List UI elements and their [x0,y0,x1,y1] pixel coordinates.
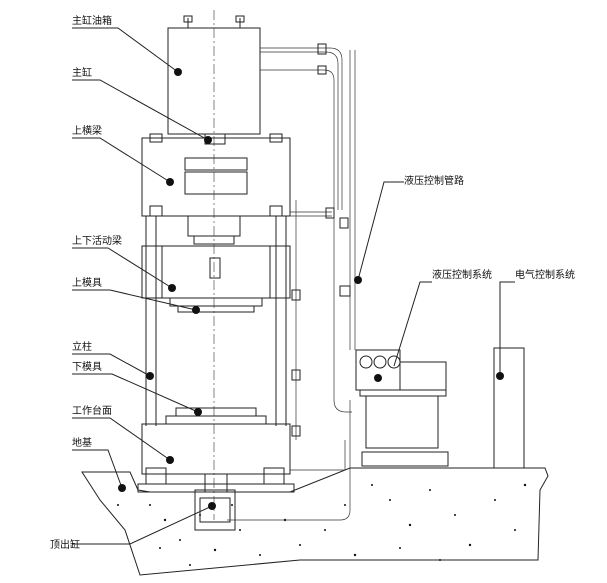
hydraulic-unit [355,349,449,467]
leader-lines [72,27,515,545]
electric-cabinet [493,347,525,469]
label-electric-system: 电气控制系统 [515,268,575,281]
label-ejector-cylinder: 顶出缸 [50,538,80,551]
label-upper-beam: 上横梁 [72,124,102,137]
label-moving-beam: 上下活动梁 [72,234,122,247]
columns [145,216,287,426]
label-foundation: 地基 [72,436,92,449]
label-lower-die: 下模具 [72,361,102,373]
label-worktable: 工作台面 [72,404,112,417]
label-upper-die: 上模具 [72,277,102,289]
leader-dots [118,68,504,510]
label-hydraulic-system: 液压控制系统 [432,268,492,281]
label-main-cylinder-tank: 主缸油箱 [72,14,112,27]
label-column: 立柱 [72,340,92,353]
label-hydraulic-piping: 液压控制管路 [404,174,464,187]
ground [81,467,549,576]
moving-beam [141,245,291,313]
worktable [137,407,295,493]
upper-beam [141,133,291,245]
label-main-cylinder: 主缸 [72,66,92,79]
hydraulic-piping [227,43,356,521]
